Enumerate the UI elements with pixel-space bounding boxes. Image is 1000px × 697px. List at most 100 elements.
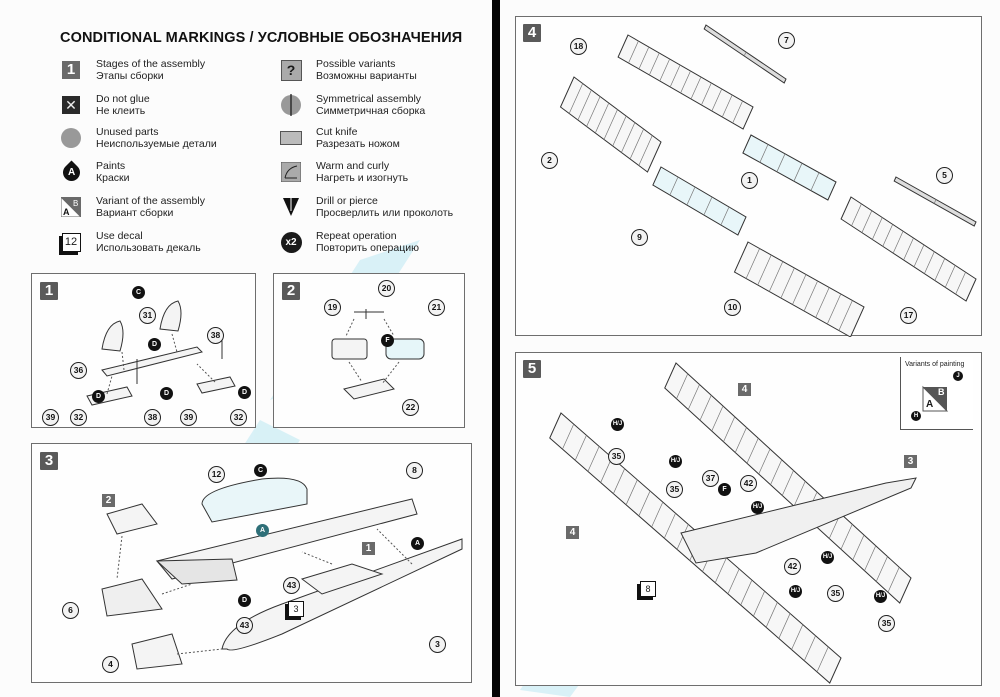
hull-assembled [680, 477, 917, 564]
part-callout: 35 [827, 585, 844, 602]
part-callout: 35 [608, 448, 625, 465]
step-3-panel: 3 2 1 12 C 8 A A 6 D 43 43 3 4 3 [31, 443, 472, 683]
lower-wing-part-10 [733, 241, 865, 337]
part-callout: 3 [429, 636, 446, 653]
part-callout: 19 [324, 299, 341, 316]
variant-icon [922, 385, 949, 412]
decal-icon: 12 [60, 231, 82, 253]
stage-reference: 1 [362, 542, 375, 555]
do-not-glue-icon: ✕ [60, 94, 82, 116]
step-4-number: 4 [523, 24, 541, 42]
part-callout: 43 [283, 577, 300, 594]
symmetrical-assembly-icon [280, 94, 302, 116]
part-callout: 39 [180, 409, 197, 426]
paint-marker: C [132, 286, 145, 299]
warm-and-curly-icon [280, 161, 302, 183]
svg-text:A: A [63, 207, 70, 217]
center-section-part-9 [652, 166, 747, 236]
part-callout: 42 [740, 475, 757, 492]
paint-marker: F [381, 334, 394, 347]
upper-wing-part-18 [617, 34, 754, 130]
lower-wing-part-17 [840, 196, 977, 302]
conditional-markings-legend: CONDITIONAL MARKINGS / УСЛОВНЫЕ ОБОЗНАЧЕ… [30, 20, 470, 260]
stage-reference: 4 [566, 526, 579, 539]
controls-assembly-drawing [331, 309, 425, 400]
step-2-number: 2 [282, 282, 300, 300]
stage-reference: 2 [102, 494, 115, 507]
stage-reference: 4 [738, 383, 751, 396]
paint-marker: H/J [789, 585, 802, 598]
center-section-part-1 [742, 134, 837, 201]
decal-reference: 8 [640, 581, 656, 597]
part-callout: 32 [70, 409, 87, 426]
part-callout: 7 [778, 32, 795, 49]
possible-variants-icon: ? [280, 59, 302, 81]
final-assembly-drawing [549, 362, 917, 684]
stage-reference: 3 [904, 455, 917, 468]
variants-of-painting-box: Variants of painting B A J H [900, 357, 973, 430]
part-callout: 42 [784, 558, 801, 575]
part-callout: 2 [541, 152, 558, 169]
svg-text:B: B [73, 199, 78, 208]
step-5-number: 5 [523, 360, 541, 378]
paint-marker: H [911, 411, 921, 421]
unused-parts-icon [60, 127, 82, 149]
part-callout: 1 [741, 172, 758, 189]
part-callout: 12 [208, 466, 225, 483]
decal-reference: 3 [288, 601, 304, 617]
paint-drop-icon: A [58, 159, 84, 185]
part-callout: 21 [428, 299, 445, 316]
cut-knife-icon [280, 127, 302, 149]
part-callout: 6 [62, 602, 79, 619]
paint-marker: H/J [874, 590, 887, 603]
part-callout: 31 [139, 307, 156, 324]
paint-marker: D [92, 390, 105, 403]
page-spine [492, 0, 500, 697]
paint-marker: J [953, 371, 963, 381]
strut-part-7 [703, 24, 787, 84]
step-4-panel: 4 18 7 2 1 5 9 10 17 [515, 16, 982, 337]
paint-marker: D [148, 338, 161, 351]
strut-part-5 [893, 176, 977, 227]
paint-marker: C [254, 464, 267, 477]
part-callout: 18 [570, 38, 587, 55]
part-callout: 8 [406, 462, 423, 479]
paint-marker: D [238, 386, 251, 399]
upper-wing-part-2 [559, 76, 662, 173]
part-callout: 32 [230, 409, 247, 426]
part-callout: 5 [936, 167, 953, 184]
part-callout: 20 [378, 280, 395, 297]
part-callout: 43 [236, 617, 253, 634]
repeat-icon: x2 [280, 231, 302, 253]
part-callout: 9 [631, 229, 648, 246]
part-callout: 39 [42, 409, 59, 426]
paint-marker: A [256, 524, 269, 537]
part-callout: 4 [102, 656, 119, 673]
part-callout: 38 [144, 409, 161, 426]
paint-marker: H/J [611, 418, 624, 431]
part-callout: 17 [900, 307, 917, 324]
wings-assembly-drawing [559, 24, 977, 337]
part-callout: 10 [724, 299, 741, 316]
paint-marker: D [160, 387, 173, 400]
step-1-number: 1 [40, 282, 58, 300]
paint-marker: H/J [821, 551, 834, 564]
part-callout: 36 [70, 362, 87, 379]
step-3-number: 3 [40, 452, 58, 470]
paint-marker: H/J [669, 455, 682, 468]
seats-assembly-drawing [86, 300, 236, 406]
paint-marker: D [238, 594, 251, 607]
paint-marker: F [718, 483, 731, 496]
drill-icon [280, 196, 302, 218]
legend-title: CONDITIONAL MARKINGS / УСЛОВНЫЕ ОБОЗНАЧЕ… [60, 30, 463, 46]
